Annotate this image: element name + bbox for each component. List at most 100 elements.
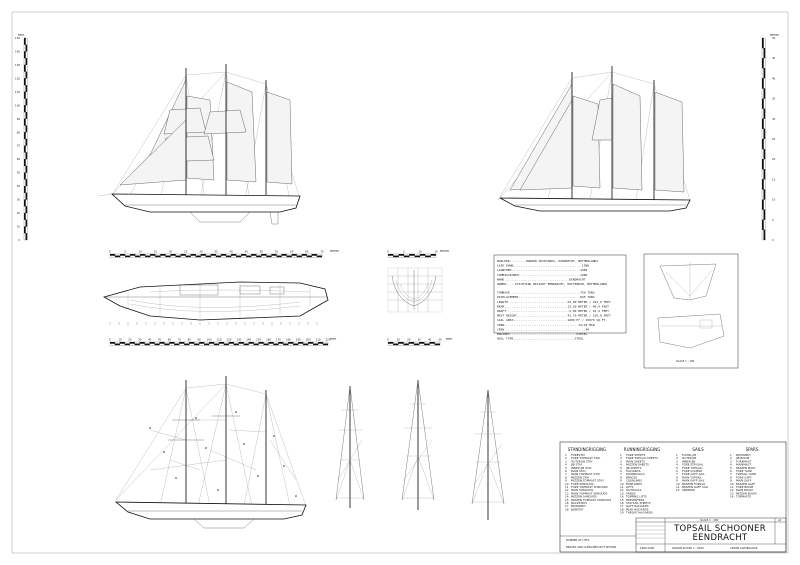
ruler-segment bbox=[278, 341, 284, 344]
ruler-segment bbox=[271, 253, 277, 256]
ruler-tick-label: 220 bbox=[326, 338, 331, 342]
sail-plan-full-sail bbox=[97, 64, 301, 225]
scale-segment bbox=[761, 189, 764, 200]
ruler-segment bbox=[298, 343, 304, 346]
scale-segment bbox=[25, 44, 28, 52]
ruler-tick-label: 0 bbox=[109, 250, 111, 254]
ruler-tick-label: 30 bbox=[418, 338, 422, 342]
ruler-segment bbox=[251, 253, 257, 256]
ruler-segment bbox=[218, 343, 225, 346]
legend-item-number: 9 bbox=[676, 479, 678, 483]
spec-row: LENGTH.................................5… bbox=[497, 300, 611, 304]
legend-item: MAIN SHEETS bbox=[626, 459, 645, 463]
title-scale-note: SCALE 1 : 200 bbox=[700, 518, 719, 522]
ruler-segment bbox=[268, 341, 274, 344]
legend-item-number: 13 bbox=[730, 491, 734, 495]
legend-item: FORE SHEETS bbox=[626, 453, 646, 457]
legend-item: MIZZEN TOPMAST STAY bbox=[571, 479, 604, 483]
rigging-point bbox=[205, 447, 207, 449]
legend-item: FORE GAFF bbox=[736, 475, 752, 479]
scale-segment bbox=[763, 98, 766, 109]
ruler-segment bbox=[174, 341, 180, 344]
scale-segment bbox=[25, 159, 28, 167]
ruler-segment bbox=[251, 255, 257, 258]
ruler-tick-label: 210 bbox=[316, 338, 321, 342]
ruler-segment bbox=[190, 255, 196, 258]
legend-item-number: 12 bbox=[730, 488, 734, 492]
scale-tick-label: 10 bbox=[772, 198, 776, 202]
rigging-point bbox=[217, 489, 219, 491]
ruler-segment bbox=[434, 341, 441, 344]
legend-item: INNER JIB bbox=[682, 459, 695, 463]
spec-row: ENGINES.................................… bbox=[497, 332, 588, 336]
scale-segment bbox=[763, 209, 766, 220]
ruler-segment bbox=[243, 341, 249, 344]
ruler-segment bbox=[109, 341, 116, 344]
ruler-segment bbox=[154, 341, 160, 344]
ruler-segment bbox=[424, 343, 430, 346]
scale-segment bbox=[25, 51, 28, 59]
legend-item-number: 6 bbox=[620, 469, 622, 473]
legend-item-number: 7 bbox=[676, 472, 678, 476]
ruler-tick-label: 65 bbox=[305, 250, 309, 254]
scale-segment bbox=[761, 229, 764, 241]
note-braces: BRACES AND CLEWLINES NOT SHOWN bbox=[566, 545, 616, 549]
legend-item-number: 9 bbox=[620, 479, 622, 483]
ruler-segment bbox=[204, 343, 210, 346]
spec-row: SAIL AREA..............................1… bbox=[497, 318, 607, 322]
ruler-segment bbox=[179, 343, 185, 346]
legend-item: BACKSTAYS bbox=[571, 501, 587, 505]
legend-item: MAIN SHROUDS bbox=[571, 488, 593, 492]
ruler-tick-label: 15 bbox=[434, 250, 438, 254]
scale-tick-label: 5 bbox=[772, 218, 774, 222]
legend-item: MIZZEN GAFF bbox=[736, 482, 756, 486]
ruler-segment bbox=[261, 255, 267, 258]
spec-row: BUILDER.........HARDER SHIPYARDS, DORDRE… bbox=[497, 259, 598, 263]
ruler-segment bbox=[311, 255, 318, 258]
ruler-tick-label: 10 bbox=[139, 250, 143, 254]
legend-item-number: 14 bbox=[565, 495, 569, 499]
ruler-segment bbox=[393, 343, 399, 346]
ruler-tick-label: 40 bbox=[148, 338, 152, 342]
ruler-segment bbox=[253, 341, 259, 344]
ruler-segment bbox=[135, 255, 141, 258]
legend-item-number: 1 bbox=[676, 453, 678, 457]
scale-segment bbox=[25, 219, 28, 227]
spec-row: BEAM...................................1… bbox=[497, 304, 609, 308]
ruler-segment bbox=[231, 253, 237, 256]
scale-segment bbox=[23, 145, 26, 153]
scale-segment bbox=[25, 37, 28, 45]
legend-item-number: 6 bbox=[565, 469, 567, 473]
spec-row: DISPLACEMENT............................… bbox=[497, 295, 595, 299]
ruler-segment bbox=[199, 343, 205, 346]
ruler-segment bbox=[164, 343, 170, 346]
legend-item: MAIN GAFF SAIL bbox=[682, 479, 705, 483]
scale-segment bbox=[23, 98, 26, 106]
ruler-segment bbox=[208, 343, 215, 346]
ruler-segment bbox=[288, 341, 294, 344]
ruler-segment bbox=[174, 343, 180, 346]
spec-row: MAST HEIGHT............................4… bbox=[497, 314, 611, 318]
legend-column-header: RUNNINGRIGGING bbox=[624, 447, 660, 452]
scale-segment bbox=[763, 169, 766, 180]
ruler-segment bbox=[286, 253, 292, 256]
ruler-tick-label: 0 bbox=[387, 338, 389, 342]
ruler-segment bbox=[140, 253, 146, 256]
ruler-segment bbox=[164, 341, 170, 344]
ruler-segment bbox=[413, 343, 420, 346]
legend-item-number: 12 bbox=[620, 488, 624, 492]
legend-item-number: 14 bbox=[730, 495, 734, 499]
ruler-tick-label: 15 bbox=[154, 250, 158, 254]
scale-tick-label: 25 bbox=[772, 137, 776, 141]
scale-segment bbox=[25, 85, 28, 92]
ruler-segment bbox=[190, 253, 196, 256]
ruler-segment bbox=[194, 343, 200, 346]
scale-segment bbox=[761, 179, 764, 190]
ruler-tick-label: 45 bbox=[245, 250, 249, 254]
legend-item-number: 8 bbox=[676, 475, 678, 479]
ruler-tick-label: 180 bbox=[286, 338, 291, 342]
ruler-segment bbox=[199, 341, 205, 344]
scale-segment bbox=[25, 206, 28, 214]
scale-segment bbox=[23, 159, 26, 167]
